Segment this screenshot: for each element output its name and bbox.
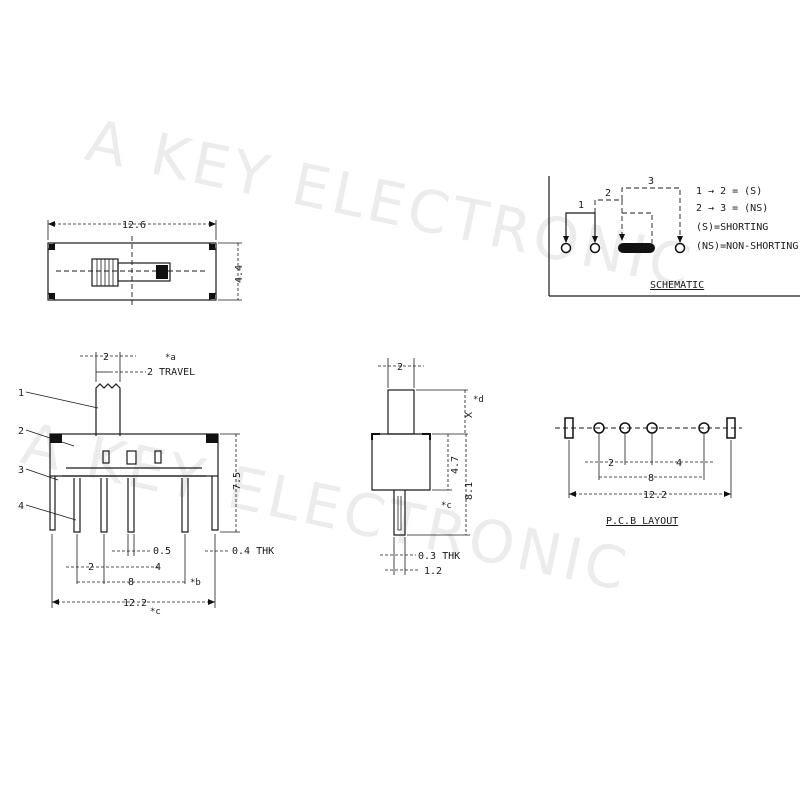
- legend-1: 1 → 2 = (S): [696, 186, 762, 197]
- front-note-a: *a: [165, 353, 176, 363]
- contact-2: [589, 242, 601, 254]
- legend-4: (NS)=NON-SHORTING: [696, 241, 798, 252]
- front-pin-width: 0.5: [153, 546, 171, 557]
- watermark: A KEY ELECTRONIC A KEY ELECTRONIC: [16, 106, 700, 604]
- side-note-d: *d: [473, 395, 484, 405]
- front-pin-2: [100, 478, 108, 533]
- pcb-dim-8: 8: [648, 473, 654, 484]
- side-thickness: 0.3 THK: [418, 551, 460, 562]
- front-thickness: 0.4 THK: [232, 546, 274, 557]
- front-window-3: [154, 450, 162, 464]
- side-x-label: X: [464, 412, 475, 418]
- watermark-line-2: A KEY ELECTRONIC: [16, 409, 636, 604]
- side-housing: [371, 433, 431, 491]
- front-top-dim: 2: [103, 352, 109, 363]
- schematic: 1 2 3 1 → 2 = (S) 2 → 3 = (NS) (S)=SHORT…: [548, 176, 800, 297]
- shorting-bar: [618, 243, 655, 253]
- side-dim-12: 1.2: [424, 566, 442, 577]
- pcb-dim-4: 4: [676, 458, 682, 469]
- side-actuator: [387, 389, 415, 435]
- callout-2: 2: [18, 426, 24, 437]
- pcb-dim-122: 12.2: [643, 490, 667, 501]
- watermark-line-1: A KEY ELECTRONIC: [80, 106, 700, 301]
- callout-4: 4: [18, 501, 24, 512]
- legend-3: (S)=SHORTING: [696, 222, 768, 233]
- side-dim-47: 4.7: [450, 456, 461, 474]
- side-note-c: *c: [441, 501, 452, 511]
- front-travel: 2 TRAVEL: [147, 367, 195, 378]
- front-height-dim: 7.5: [232, 472, 243, 490]
- front-overall: 12.2: [123, 598, 147, 609]
- front-leg-left: [49, 476, 56, 531]
- side-view: 2 X *d 4.7 *c 8.1 0.3 THK 1.2: [371, 358, 484, 577]
- pcb-title: P.C.B LAYOUT: [606, 516, 678, 527]
- front-window-1: [102, 450, 110, 464]
- top-view: 12.6 4.4: [47, 220, 245, 308]
- schematic-dim-3: 3: [648, 176, 654, 187]
- front-window-2: [126, 450, 137, 465]
- side-dim-81: 8.1: [464, 482, 475, 500]
- schematic-dim-1: 1: [578, 200, 584, 211]
- front-note-c: *c: [150, 607, 161, 617]
- front-view: 2 *a 2 TRAVEL 1 2 3 4 7.5 0.5 0.4 THK 2 …: [18, 352, 274, 617]
- front-pin-1: [73, 478, 81, 533]
- top-width-dim: 12.6: [122, 220, 146, 231]
- pcb-dim-2: 2: [608, 458, 614, 469]
- front-actuator: [95, 383, 121, 436]
- front-pin-3: [127, 478, 135, 533]
- callout-3: 3: [18, 465, 24, 476]
- front-pin-4: [181, 478, 189, 533]
- contact-3: [674, 242, 686, 254]
- contact-1: [560, 242, 572, 254]
- legend-2: 2 → 3 = (NS): [696, 203, 768, 214]
- side-pin: [393, 490, 406, 536]
- schematic-dim-2: 2: [605, 188, 611, 199]
- front-leg-right: [211, 476, 219, 531]
- front-pitch-4: 4: [155, 562, 161, 573]
- callout-1: 1: [18, 388, 24, 399]
- side-top-dim: 2: [397, 362, 403, 373]
- schematic-title: SCHEMATIC: [650, 280, 704, 291]
- pcb-layout: 2 4 8 12.2 P.C.B LAYOUT: [555, 417, 742, 527]
- top-height-dim: 4.4: [234, 265, 245, 283]
- front-note-b: *b: [190, 578, 201, 588]
- front-pitch-8: 8: [128, 577, 134, 588]
- front-pitch-2: 2: [88, 562, 94, 573]
